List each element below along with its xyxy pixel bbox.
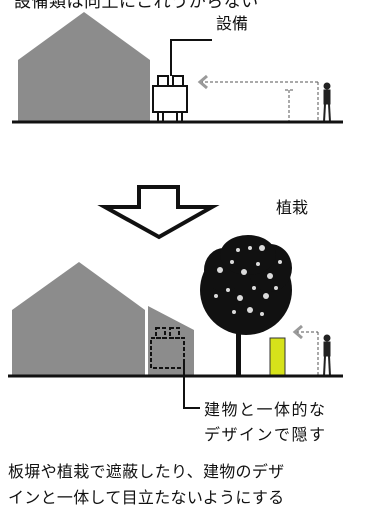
leader-line-setsubi [170,39,212,76]
scene-after [8,235,343,409]
scene-before [12,12,343,124]
house-before [18,12,150,122]
equipment-enclosure [148,306,194,376]
view-arrow-icon [197,74,208,90]
label-design-line2: デザインで隠す [204,425,327,444]
caption-line1: 板塀や植栽で遮蔽したり、建物のデザ [8,462,285,481]
house-after [12,262,145,376]
person-after-icon [323,334,331,377]
label-design-line1: 建物と一体的な [204,400,327,419]
tree-icon [200,235,292,376]
view-arrow-after-icon [292,324,303,340]
down-arrow-icon [97,185,220,240]
sightline-after [296,331,319,376]
top-partial-text: 設備類は向上にこれうからない [14,0,259,12]
caption-line2: インと一体して目立たないようにする [8,488,285,507]
sightline-before [200,81,319,122]
label-equipment: 設備 [216,14,249,33]
hidden-equipment [150,327,185,369]
hedge-shrub [269,337,286,377]
equipment-unit [152,75,188,122]
person-icon [323,82,331,123]
label-planting: 植栽 [276,198,309,217]
